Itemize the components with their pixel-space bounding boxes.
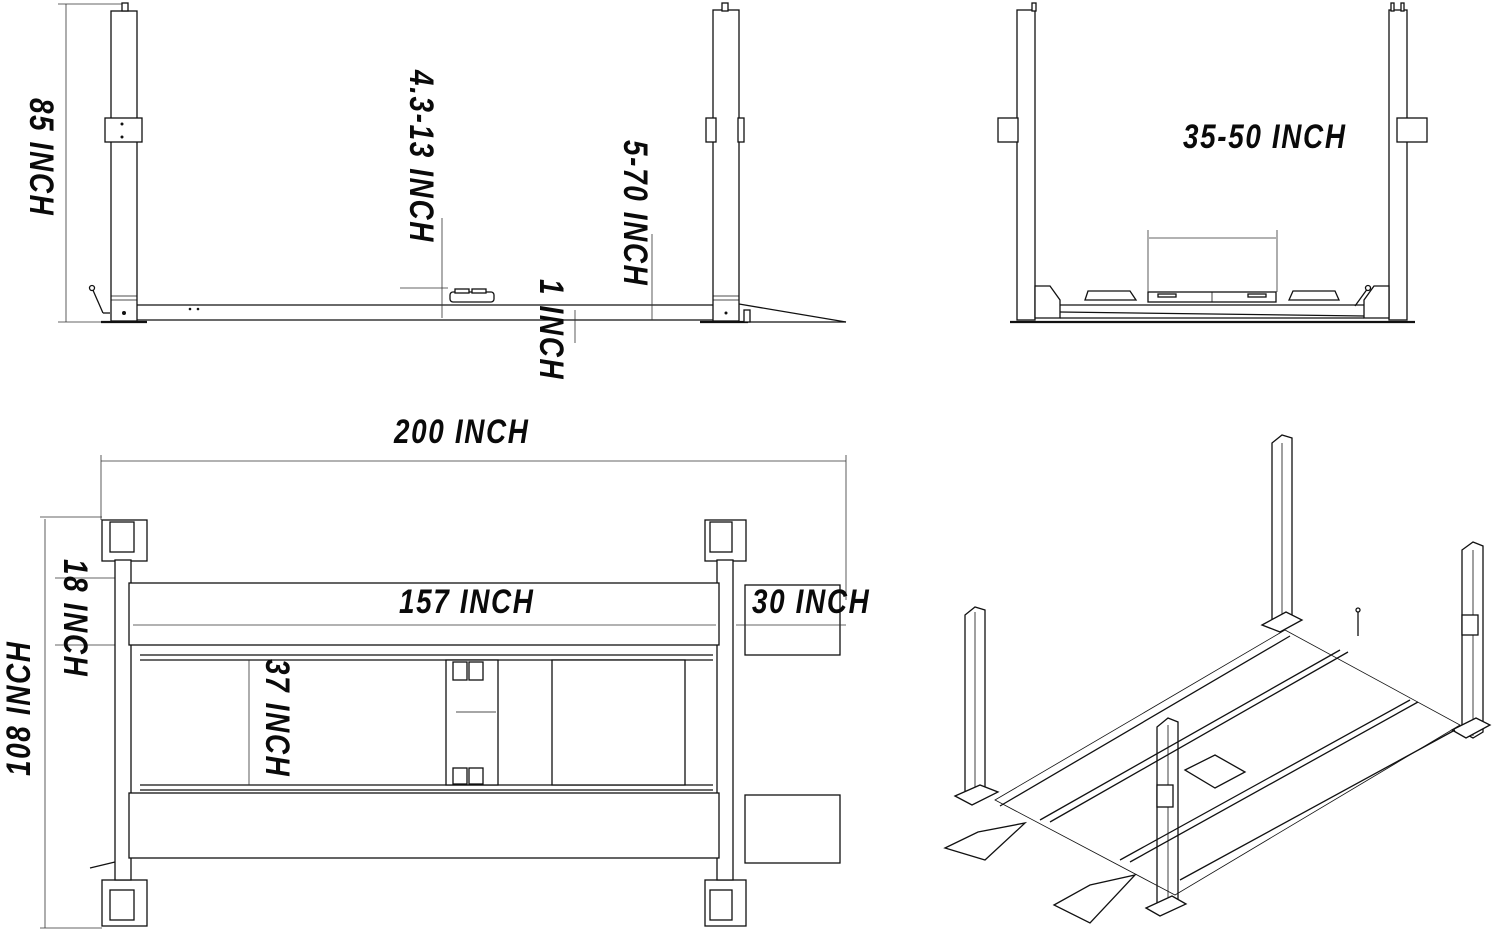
end-left-column <box>1016 9 1036 321</box>
label-overall-length: 200 INCH <box>394 413 530 451</box>
label-runway-width: 18 INCH <box>56 559 94 678</box>
right-column <box>712 9 740 322</box>
top-view <box>40 455 847 929</box>
isometric-view <box>943 434 1492 924</box>
end-right-column <box>1388 9 1408 321</box>
label-inner-gap: 37 INCH <box>258 659 296 778</box>
label-lift-height: 5-70 INCH <box>616 140 654 287</box>
label-runway-length: 157 INCH <box>399 583 535 621</box>
label-jack-width: 35-50 INCH <box>1183 118 1347 156</box>
carriage-block <box>104 117 143 143</box>
label-jack-height: 4.3-13 INCH <box>402 70 440 243</box>
end-view <box>997 2 1428 324</box>
ramp-bottom <box>744 794 841 864</box>
label-platform-clearance: 1 INCH <box>532 279 570 381</box>
drip-tray <box>551 659 686 786</box>
ramp-top <box>744 584 841 656</box>
runway-top <box>128 582 720 646</box>
label-overall-width: 108 INCH <box>0 640 38 776</box>
left-column <box>110 10 138 322</box>
label-ramp-length: 30 INCH <box>752 583 871 621</box>
top-jack <box>445 659 499 786</box>
runway-bottom <box>128 792 720 859</box>
label-column-height: 85 INCH <box>22 98 60 217</box>
side-view <box>58 2 847 343</box>
